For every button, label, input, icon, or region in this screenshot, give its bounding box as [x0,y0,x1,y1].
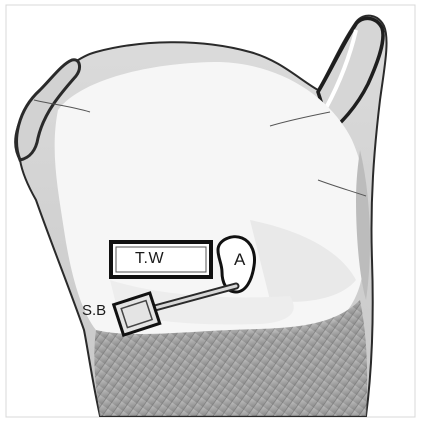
label-tw: T.W [135,251,164,267]
label-a: A [234,251,245,268]
label-sb: S.B [82,303,106,318]
